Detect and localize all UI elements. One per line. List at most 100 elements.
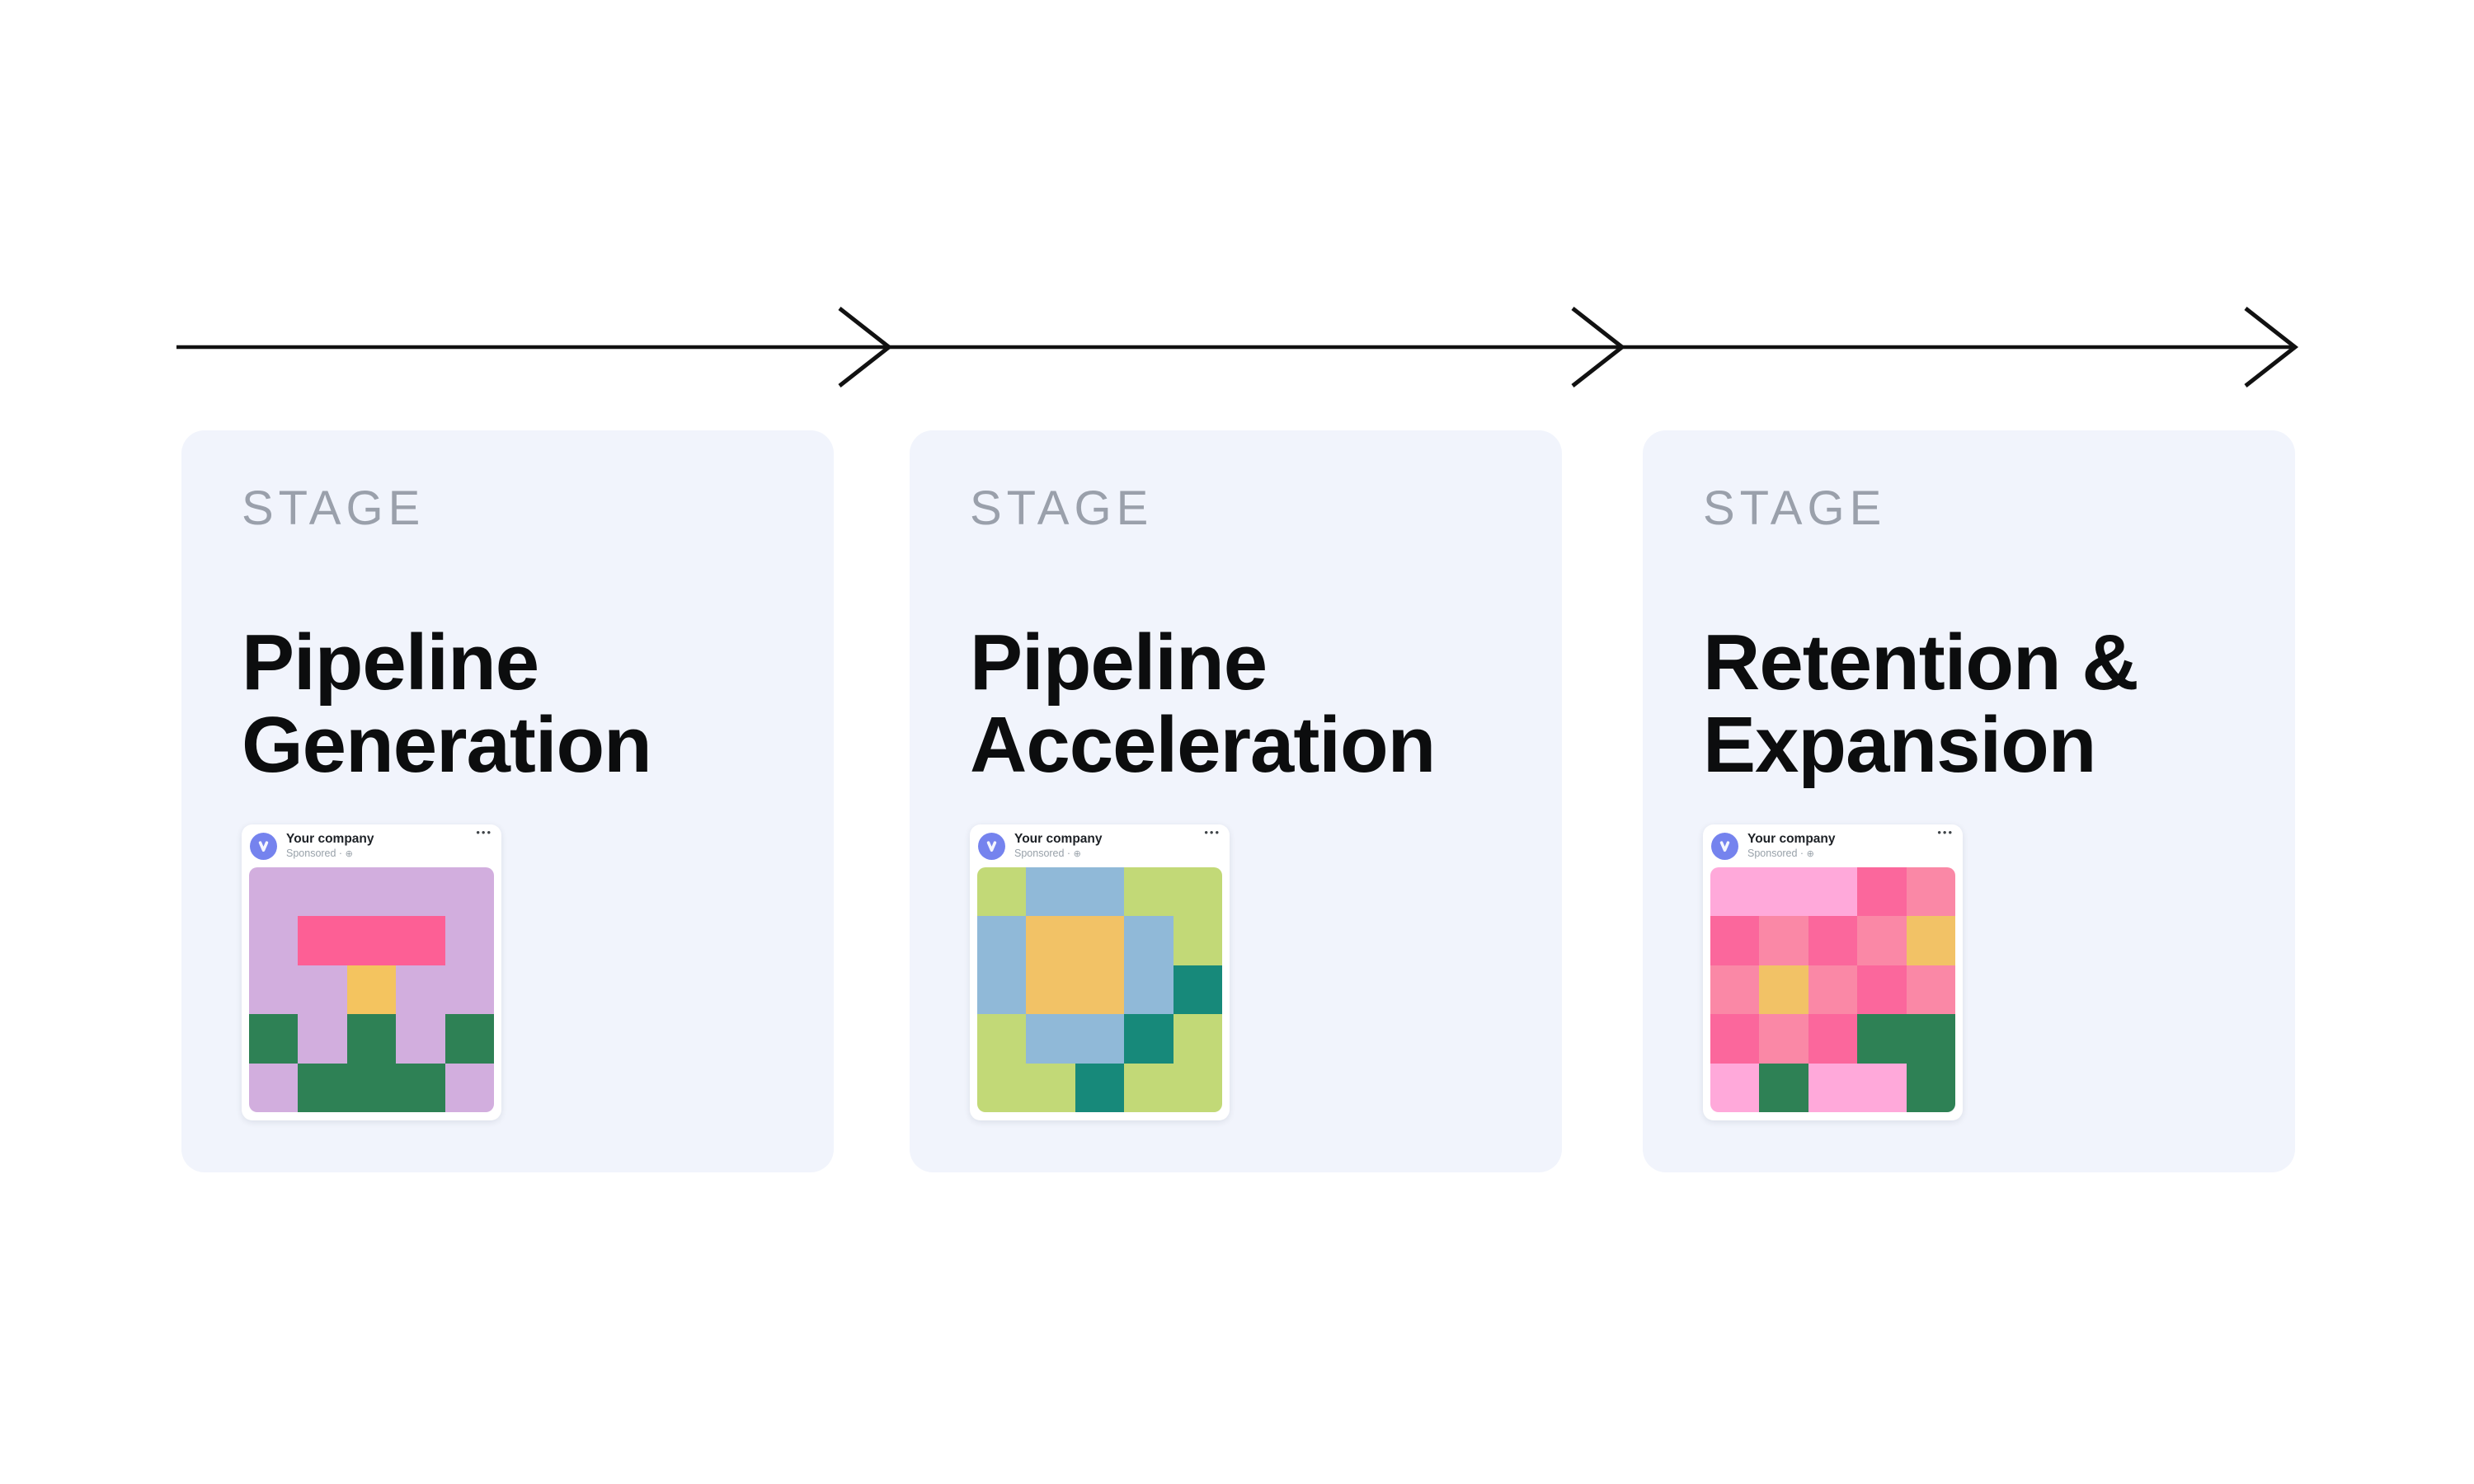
- pixel-cell: [444, 867, 494, 917]
- ad-company-name: Your company: [1747, 832, 1836, 846]
- pixel-cell: [1906, 916, 1955, 965]
- pixel-cell: [1173, 867, 1222, 917]
- stage-label: STAGE: [970, 481, 1154, 535]
- globe-icon: ⊕: [1073, 849, 1081, 859]
- ad-sponsored-label: Sponsored · ⊕: [1014, 848, 1081, 859]
- pixel-cell: [298, 965, 347, 1015]
- pixel-cell: [1124, 916, 1174, 965]
- pixel-cell: [1173, 1014, 1222, 1064]
- pixel-cell: [249, 1014, 299, 1064]
- pixel-cell: [346, 867, 397, 917]
- stage-card-pipeline-acceleration: STAGE Pipeline Acceleration Your company…: [910, 430, 1562, 1172]
- globe-icon: ⊕: [1806, 849, 1814, 859]
- menu-dots-icon[interactable]: •••: [476, 826, 492, 838]
- timeline-arrow: [176, 307, 2299, 387]
- pixel-cell: [346, 965, 397, 1015]
- pixel-cell: [977, 965, 1027, 1015]
- pixel-cell: [249, 916, 299, 965]
- pixel-cell: [1906, 965, 1955, 1015]
- pixel-cell: [1075, 916, 1125, 965]
- pixel-cell: [1808, 1063, 1858, 1112]
- pixel-cell: [346, 1063, 397, 1112]
- pixel-cell: [1759, 1063, 1808, 1112]
- stage-title: Pipeline Generation: [242, 618, 652, 790]
- pixel-cell: [396, 867, 445, 917]
- pixel-cell: [396, 916, 445, 965]
- pixel-cell: [444, 1014, 494, 1064]
- company-avatar: [250, 833, 277, 860]
- pixel-cell: [444, 965, 494, 1015]
- menu-dots-icon[interactable]: •••: [1937, 826, 1954, 838]
- stage-label: STAGE: [242, 481, 426, 535]
- pixel-cell: [298, 1014, 347, 1064]
- pixel-cell: [1173, 916, 1222, 965]
- pixel-cell: [1808, 1014, 1858, 1064]
- ad-company-name: Your company: [1014, 832, 1103, 846]
- ad-company-name: Your company: [286, 832, 374, 846]
- pixel-cell: [977, 1063, 1027, 1112]
- ad-preview-card: Your company Sponsored · ⊕ •••: [242, 824, 501, 1120]
- ad-preview-card: Your company Sponsored · ⊕ •••: [970, 824, 1230, 1120]
- pixel-cell: [977, 867, 1027, 917]
- menu-dots-icon[interactable]: •••: [1204, 826, 1221, 838]
- stage-title: Retention & Expansion: [1703, 618, 2139, 790]
- pixel-cell: [1075, 867, 1125, 917]
- company-avatar: [1711, 833, 1738, 860]
- pixel-cell: [1173, 965, 1222, 1015]
- pixel-cell: [1173, 1063, 1222, 1112]
- pixel-cell: [1906, 867, 1955, 917]
- pixel-cell: [1857, 965, 1907, 1015]
- pixel-cell: [346, 1014, 397, 1064]
- pixel-cell: [298, 867, 347, 917]
- pixel-cell: [977, 1014, 1027, 1064]
- pixel-cell: [1759, 867, 1808, 917]
- v-logo-icon: [1719, 841, 1730, 852]
- stage-label: STAGE: [1703, 481, 1887, 535]
- pixel-cell: [1026, 1063, 1075, 1112]
- stage-title: Pipeline Acceleration: [970, 618, 1436, 790]
- ad-preview-card: Your company Sponsored · ⊕ •••: [1703, 824, 1963, 1120]
- ad-sponsored-label: Sponsored · ⊕: [1747, 848, 1814, 859]
- pixel-cell: [1808, 867, 1858, 917]
- pixel-cell: [1857, 867, 1907, 917]
- pixel-cell: [1124, 1063, 1174, 1112]
- pixel-cell: [1906, 1014, 1955, 1064]
- globe-icon: ⊕: [345, 849, 353, 859]
- pixel-cell: [444, 916, 494, 965]
- pixel-cell: [396, 1063, 445, 1112]
- pixel-art-image: [1710, 867, 1955, 1112]
- ad-sponsored-label: Sponsored · ⊕: [286, 848, 353, 859]
- pixel-cell: [1124, 1014, 1174, 1064]
- company-avatar: [978, 833, 1005, 860]
- pixel-cell: [1026, 1014, 1075, 1064]
- pixel-cell: [1710, 916, 1760, 965]
- pixel-cell: [249, 867, 299, 917]
- pixel-cell: [1710, 965, 1760, 1015]
- pixel-cell: [444, 1063, 494, 1112]
- pixel-cell: [1759, 1014, 1808, 1064]
- pixel-cell: [1808, 916, 1858, 965]
- stage-card-retention-expansion: STAGE Retention & Expansion Your company…: [1643, 430, 2295, 1172]
- pixel-cell: [1026, 867, 1075, 917]
- pixel-cell: [977, 916, 1027, 965]
- pixel-cell: [1906, 1063, 1955, 1112]
- pixel-cell: [1710, 1063, 1760, 1112]
- pixel-cell: [1026, 965, 1075, 1015]
- pixel-cell: [1759, 916, 1808, 965]
- pixel-cell: [1710, 1014, 1760, 1064]
- pixel-cell: [298, 916, 347, 965]
- pixel-cell: [1075, 965, 1125, 1015]
- pixel-cell: [1124, 965, 1174, 1015]
- pixel-cell: [1857, 1063, 1907, 1112]
- pixel-cell: [1124, 867, 1174, 917]
- pixel-cell: [1808, 965, 1858, 1015]
- pixel-cell: [1075, 1014, 1125, 1064]
- v-logo-icon: [258, 841, 269, 852]
- pixel-cell: [346, 916, 397, 965]
- pixel-cell: [1857, 916, 1907, 965]
- pixel-cell: [1710, 867, 1760, 917]
- pixel-cell: [1759, 965, 1808, 1015]
- pixel-cell: [396, 1014, 445, 1064]
- pixel-cell: [298, 1063, 347, 1112]
